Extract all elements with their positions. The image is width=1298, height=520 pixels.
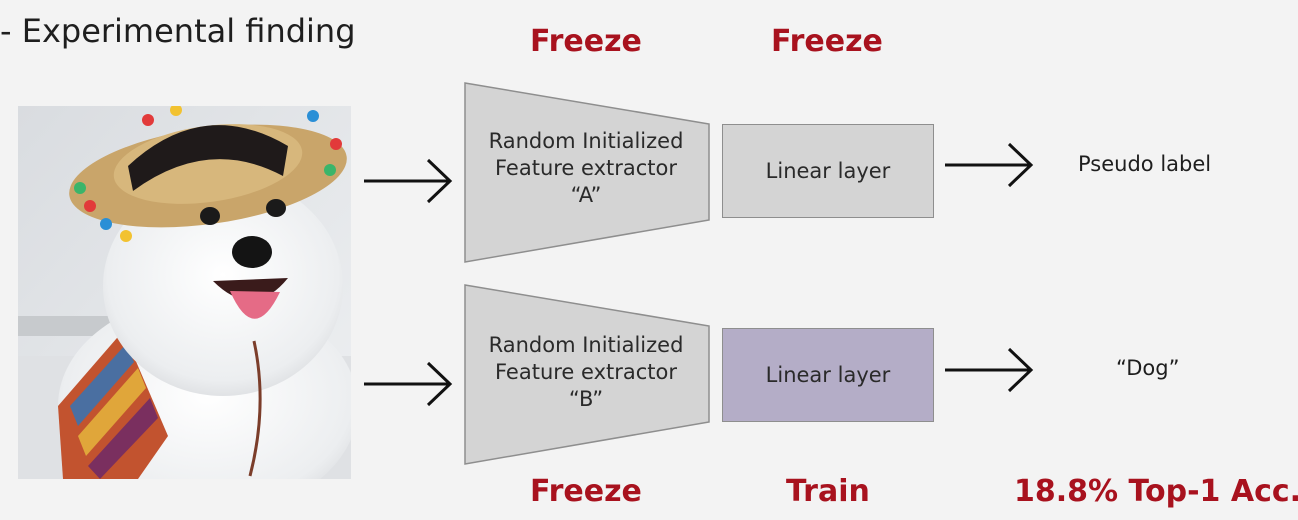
extractor-b-line-2: Feature extractor: [494, 360, 677, 384]
extractor-b-line-1: Random Initialized: [488, 333, 684, 357]
output-top-label: Pseudo label: [1078, 152, 1212, 176]
extractor-b-line-3: “B”: [568, 387, 604, 411]
arrow-output-top-icon: [945, 142, 1034, 188]
output-bottom-label: “Dog”: [1116, 356, 1180, 380]
linear-layer-bottom-label: Linear layer: [765, 363, 891, 387]
extractor-a-line-2: Feature extractor: [494, 156, 677, 180]
arrow-input-bottom-icon: [364, 361, 453, 407]
linear-layer-top: Linear layer: [722, 124, 934, 218]
extractor-a-line-3: “A”: [570, 183, 602, 207]
feature-extractor-a-shape: [464, 82, 710, 263]
linear-layer-bottom: Linear layer: [722, 328, 934, 422]
linear-layer-top-label: Linear layer: [765, 159, 891, 183]
accuracy-label: 18.8% Top-1 Acc.: [1014, 474, 1298, 509]
arrow-output-bottom-icon: [945, 347, 1034, 393]
extractor-a-line-1: Random Initialized: [488, 129, 684, 153]
arrow-input-top-icon: [364, 158, 453, 204]
stage-label-extractor-top: Freeze: [530, 24, 642, 59]
feature-extractor-a-label: Random Initialized Feature extractor “A”: [466, 128, 706, 209]
slide-heading: - Experimental finding: [0, 12, 356, 50]
feature-extractor-b-label: Random Initialized Feature extractor “B”: [466, 332, 706, 413]
stage-label-linear-top: Freeze: [771, 24, 883, 59]
stage-label-extractor-bottom: Freeze: [530, 474, 642, 509]
dog-photo: [18, 106, 351, 479]
stage-label-linear-bottom: Train: [786, 474, 870, 509]
feature-extractor-b-shape: [464, 284, 710, 465]
